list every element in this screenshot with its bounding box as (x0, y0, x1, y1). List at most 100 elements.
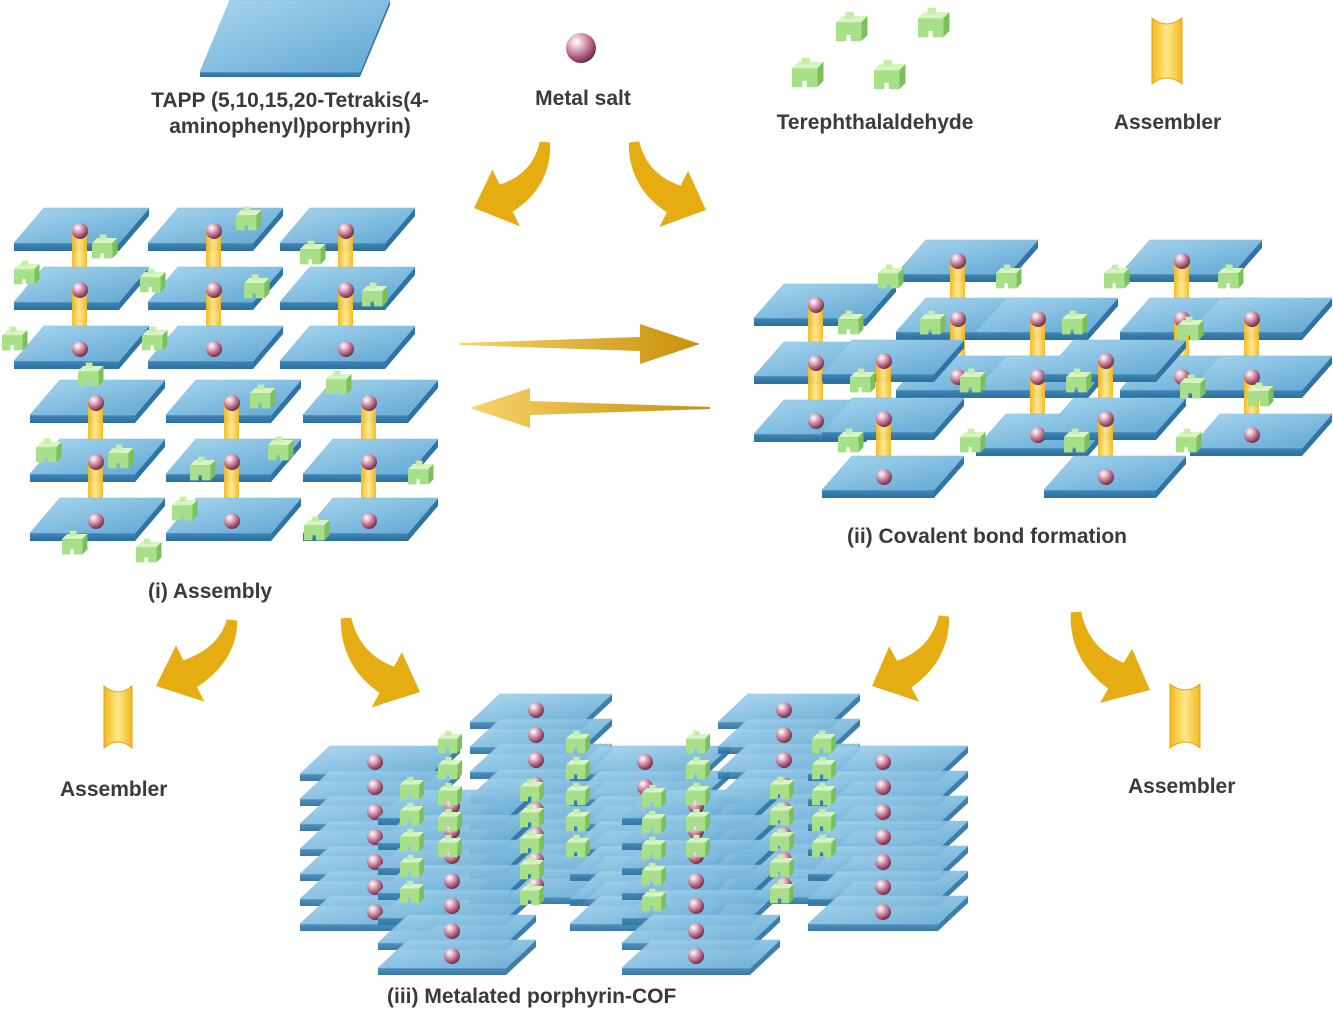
terephthalaldehyde-linker (686, 782, 710, 806)
terephthalaldehyde-linker (566, 808, 590, 832)
terephthalaldehyde-linker (520, 830, 544, 854)
reverse-arrow (470, 388, 710, 428)
arrow-to-covalent (628, 141, 706, 228)
terephthalaldehyde-linker (400, 776, 424, 800)
covalent-stack (821, 339, 965, 498)
metal-ion-ball (88, 395, 104, 411)
tapp-label-line2: aminophenyl)porphyrin) (169, 115, 411, 138)
metal-ion-ball (1244, 427, 1260, 443)
assembly-column (13, 207, 150, 369)
cof-stack (807, 745, 969, 931)
metal-ion-ball (776, 752, 792, 768)
terephthalaldehyde-linker (2, 326, 28, 351)
arrow-to-assembly (474, 141, 551, 227)
assembler-pillar (338, 287, 353, 331)
metal-ion-ball (1244, 369, 1260, 385)
right-assembler-label: Assembler (1128, 775, 1236, 798)
terephthalaldehyde-linker (996, 264, 1022, 289)
assembler-pillar (808, 362, 823, 406)
terephthalaldehyde-linker (172, 496, 198, 521)
porphyrin-plate (1189, 413, 1333, 456)
terephthalaldehyde-linker (400, 802, 424, 826)
arrow-assembly-to-cof (340, 617, 420, 708)
cof-stage-label: (iii) Metalated porphyrin-COF (387, 985, 677, 1008)
terephthalaldehyde-linker (36, 438, 62, 463)
assembler-pillar (72, 228, 87, 272)
metal-ion-ball (637, 754, 653, 770)
tapp-plate-legend (199, 0, 391, 77)
metal-ion-ball (88, 454, 104, 470)
assembler-pillar (1098, 418, 1113, 462)
assembler-pillar (361, 459, 376, 503)
terephthalaldehyde-linker (812, 782, 836, 806)
assembly-stack-block (29, 379, 439, 541)
metal-ion-ball (206, 223, 222, 239)
terephthalaldehyde-linker (770, 854, 794, 878)
metal-ion-ball (688, 873, 704, 889)
metal-ion-ball (72, 341, 88, 357)
terephthalaldehyde-linker (642, 862, 666, 886)
terephthalaldehyde-linker (1066, 368, 1092, 393)
metal-ion-ball (566, 33, 596, 63)
terephthalaldehyde-linker (686, 730, 710, 754)
terephthalaldehyde-linker (438, 730, 462, 754)
left-assembler-label: Assembler (60, 778, 168, 801)
terephthalaldehyde-linker (920, 310, 946, 335)
metal-ion-ball (338, 282, 354, 298)
terephthalaldehyde-linker (874, 59, 906, 90)
terephthalaldehyde-linker (300, 240, 326, 265)
terephthalaldehyde-linker (326, 370, 352, 395)
terephthalaldehyde-linker (438, 782, 462, 806)
metal-ion-ball (875, 779, 891, 795)
assembler-pillar (338, 228, 353, 272)
metal-ion-ball (875, 754, 891, 770)
terephthalaldehyde-linker (792, 57, 824, 88)
terephthalaldehyde-linker (236, 206, 262, 231)
metal-ion-ball (338, 341, 354, 357)
terephthalaldehyde-linker (566, 730, 590, 754)
metal-ion-ball (206, 282, 222, 298)
metal-ion-ball (1030, 427, 1046, 443)
assembler-pillar (72, 287, 87, 331)
metal-ion-ball (367, 854, 383, 870)
tapp-label: TAPP (5,10,15,20-Tetrakis(4- aminophenyl… (120, 88, 460, 140)
terephthalaldehyde-linker (438, 808, 462, 832)
terephthalaldehyde-linker (686, 834, 710, 858)
terephthalaldehyde-linker (408, 460, 434, 485)
porphyrin-plate (753, 283, 897, 326)
terephthalaldehyde-linker (190, 456, 216, 481)
metal-ion-ball (528, 702, 544, 718)
assembler-pillar (876, 418, 891, 462)
terephthalaldehyde-linker (136, 538, 162, 563)
metal-ion-ball (444, 948, 460, 964)
metal-ion-ball (875, 879, 891, 895)
metal-ion-ball (876, 353, 892, 369)
terephthalaldehyde-linker (1248, 382, 1274, 407)
metal-ion-ball (367, 829, 383, 845)
terephthalaldehyde-linker (836, 11, 868, 42)
terephthalaldehyde-linker (642, 810, 666, 834)
metal-ion-ball (528, 752, 544, 768)
metal-ion-ball (367, 779, 383, 795)
terephthalaldehyde-linker (400, 880, 424, 904)
metal-ion-ball (1098, 411, 1114, 427)
terephthalaldehyde-linker (1180, 374, 1206, 399)
terephthalaldehyde-linker (244, 274, 270, 299)
terephthalaldehyde-linker (812, 730, 836, 754)
assembler-legend-label: Assembler (1113, 111, 1222, 134)
terephthalaldehyde-linker (812, 756, 836, 780)
assembly-column (302, 379, 439, 541)
assembly-stack-block (13, 207, 416, 369)
terephthalaldehyde-linker (438, 756, 462, 780)
metal-ion-ball (876, 469, 892, 485)
terephthalaldehyde-linker (1064, 428, 1090, 453)
metal-ion-ball (367, 754, 383, 770)
terephthalaldehyde-linker (400, 854, 424, 878)
arrow-covalent-to-cof (872, 615, 950, 702)
terephthalaldehyde-linker (1218, 264, 1244, 289)
assembler-icon (1169, 682, 1201, 750)
terephthalaldehyde-linker (838, 428, 864, 453)
assembler-pillar (1098, 360, 1113, 404)
terephthalaldehyde-linker (770, 776, 794, 800)
metal-ion-ball (1098, 469, 1114, 485)
